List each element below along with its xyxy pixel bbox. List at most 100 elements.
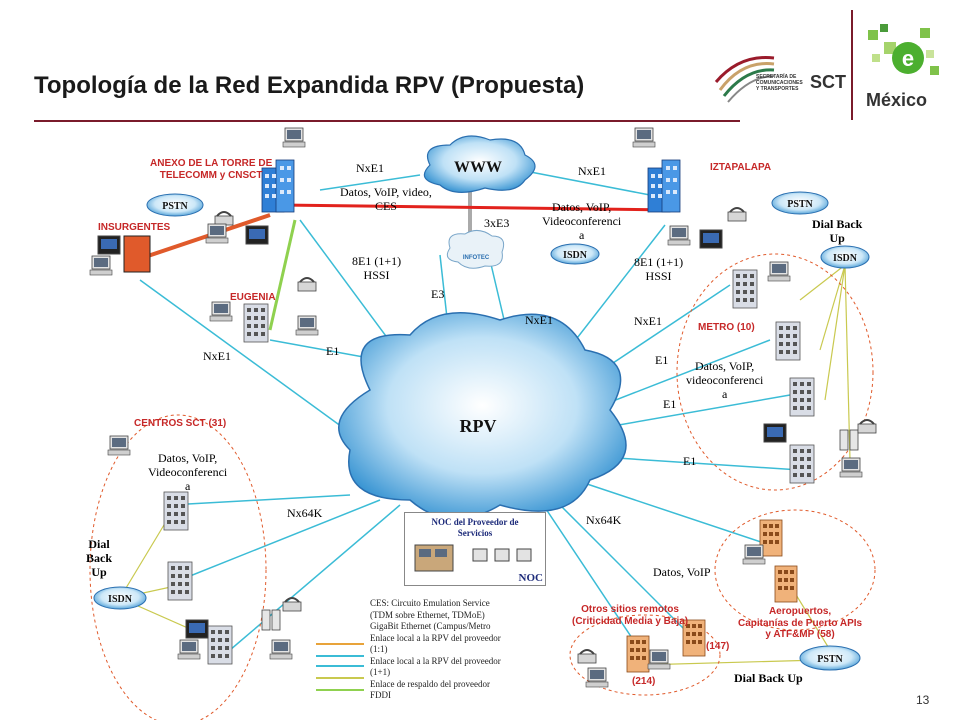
- link-nxe1-top-right: NxE1: [578, 164, 606, 178]
- link-e1-metro-3: E1: [683, 454, 697, 468]
- iztapalapa-videoconf-icon: [699, 229, 723, 249]
- metro-building-3-icon: [789, 377, 815, 417]
- site-otros-label: Otros sitios remotos (Criticidad Media y…: [572, 604, 689, 627]
- metro-group-outline: [676, 253, 874, 491]
- www-label: WWW: [454, 159, 502, 176]
- otros-building-1-icon: [626, 635, 650, 673]
- site-aeropuertos-label: Aeropuertos, Capitanías de Puerto APIs y…: [738, 606, 863, 640]
- legend-item: (TDM sobre Ethernet, TDMoE): [370, 609, 485, 620]
- legend-item: FDDI: [370, 690, 392, 700]
- site-centros-label: CENTROS SCT (31): [134, 418, 227, 429]
- metro-videoconf-icon: [763, 423, 787, 443]
- noc-box: NOC del Proveedor de Servicios NOC: [404, 512, 546, 586]
- sct-line-2: COMUNICACIONES: [756, 80, 803, 86]
- site-anexo-label: ANEXO DE LA TORRE DE TELECOMM y CNSCT: [150, 158, 273, 181]
- title-divider: [34, 120, 740, 122]
- page-number: 13: [916, 693, 930, 707]
- link-3xe3: 3xE3: [484, 216, 510, 230]
- iztapalapa-pc-icon: [632, 127, 656, 148]
- link-datos-voip-metro: Datos, VoIP, videoconferenci a: [686, 359, 764, 401]
- eugenia-building-icon: [243, 303, 269, 343]
- header-vertical-divider: [851, 10, 853, 120]
- infotec-node: INFOTEC: [446, 230, 505, 269]
- pstn-left-cloud: PSTN: [146, 193, 204, 217]
- legend: CES: Circuito Emulation Service (TDM sob…: [370, 598, 570, 702]
- infotec-label: INFOTEC: [463, 255, 490, 261]
- insurgentes-pc-icon: [89, 255, 113, 276]
- isdn-right-cloud: ISDN: [820, 245, 870, 269]
- insurgentes-building-icon: [123, 235, 151, 273]
- noc-label: NOC: [518, 572, 543, 584]
- eugenia-pc-icon: [209, 301, 233, 322]
- noc-equipment-icon: [414, 544, 532, 572]
- link-nxe1-left: NxE1: [203, 349, 231, 363]
- otros-group-outline: [569, 614, 721, 696]
- legend-item: GigaBit Ethernet (Campus/Metro: [370, 621, 491, 631]
- metro-pc2-icon: [839, 457, 863, 478]
- sct-logo: SECRETARÍA DE COMUNICACIONES Y TRANSPORT…: [712, 40, 847, 115]
- site-metro-label: METRO (10): [698, 322, 755, 333]
- iztapalapa-phone-icon: [727, 207, 747, 222]
- centros-building-1-icon: [163, 491, 189, 531]
- isdn-left-label: ISDN: [108, 594, 133, 605]
- link-nxe1-top-left: NxE1: [356, 161, 384, 175]
- centros-pc2-icon: [177, 639, 201, 660]
- otros-phone-icon: [577, 649, 597, 664]
- link-dial-back-up-bottom: Dial Back Up: [734, 671, 803, 685]
- centros-pc3-icon: [269, 639, 293, 660]
- legend-item: Enlace local a la RPV del proveedor: [370, 655, 501, 666]
- link-8e1-right: 8E1 (1+1) HSSI: [634, 255, 684, 283]
- emexico-logo: e México: [860, 20, 950, 115]
- link-e1-metro-2: E1: [663, 397, 677, 411]
- centros-videoconf-icon: [185, 619, 209, 639]
- centros-group-outline: [89, 414, 267, 720]
- pstn-bottom-label: PSTN: [817, 654, 843, 665]
- link-datos-voip-aeropuertos: Datos, VoIP: [653, 565, 711, 579]
- centros-server-icon: [261, 609, 281, 631]
- iztapalapa-building-icon: [647, 159, 681, 213]
- sct-line-1: SECRETARÍA DE: [756, 74, 797, 80]
- otros-pc2-icon: [585, 667, 609, 688]
- anexo-pc2-icon: [205, 223, 229, 244]
- site-eugenia-label: EUGENIA: [230, 292, 276, 303]
- legend-item: (1+1): [370, 667, 391, 677]
- metro-building-2-icon: [775, 321, 801, 361]
- legend-item: CES: Circuito Emulation Service: [370, 598, 490, 608]
- emexico-text: México: [866, 90, 928, 110]
- eugenia-pc2-icon: [295, 315, 319, 336]
- aeropuertos-group-outline: [714, 509, 876, 631]
- link-datos-voip-video-iztapalapa: Datos, VoIP, Videoconferenci a: [542, 200, 622, 242]
- www-cloud: WWW: [423, 135, 536, 193]
- anexo-pc-icon: [282, 127, 306, 148]
- link-e1-eugenia: E1: [326, 344, 340, 358]
- aeropuertos-pc-icon: [742, 544, 766, 565]
- eugenia-phone-icon: [297, 277, 317, 292]
- sct-line-3: Y TRANSPORTES: [756, 86, 799, 92]
- metro-phone-icon: [857, 419, 877, 434]
- site-214-label: (214): [632, 676, 656, 687]
- link-dial-back-up-top: Dial Back Up: [812, 217, 863, 245]
- link-nx64k-left: Nx64K: [287, 506, 323, 520]
- isdn-right-label: ISDN: [833, 253, 858, 264]
- pstn-right-label: PSTN: [787, 199, 813, 210]
- anexo-videoconf-icon: [245, 225, 269, 245]
- isdn-top-label: ISDN: [563, 250, 588, 261]
- anexo-phone-icon: [214, 211, 234, 226]
- otros-pc-icon: [647, 649, 671, 670]
- site-insurgentes-label: INSURGENTES: [98, 222, 171, 233]
- centros-phone-icon: [282, 597, 302, 612]
- site-147-label: (147): [706, 641, 730, 652]
- metro-building-4-icon: [789, 444, 815, 484]
- link-dial-back-up-left: Dial Back Up: [86, 537, 113, 579]
- emexico-letter: e: [902, 46, 914, 71]
- pstn-right-cloud: PSTN: [771, 191, 829, 215]
- link-8e1-left: 8E1 (1+1) HSSI: [352, 254, 402, 282]
- legend-item: Enlace local a la RPV del proveedor: [370, 632, 501, 643]
- pstn-left-label: PSTN: [162, 201, 188, 212]
- link-datos-voip-centros: Datos, VoIP, Videoconferenci a: [148, 451, 228, 493]
- link-nxe1-metro: NxE1: [634, 314, 662, 328]
- rpv-cloud: RPV: [338, 311, 627, 520]
- rpv-label: RPV: [460, 416, 497, 436]
